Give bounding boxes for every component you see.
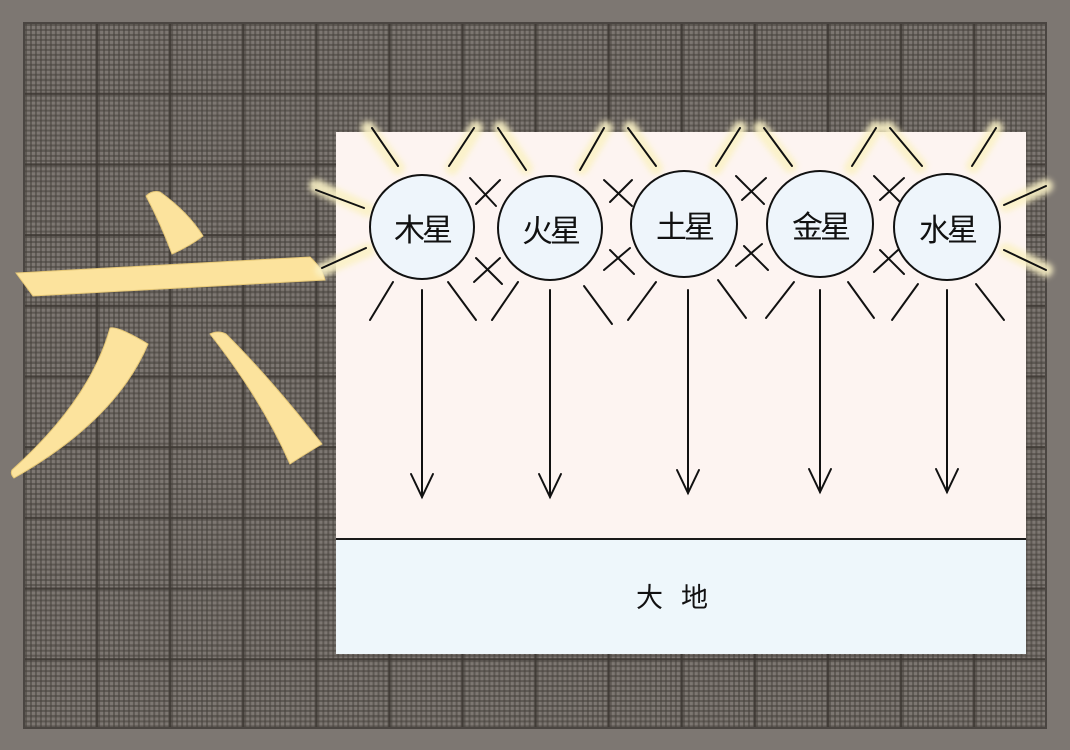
planet-venus-circle — [766, 170, 874, 278]
planet-label-venus: 金星 — [792, 210, 851, 246]
planet-label-mercury: 水星 — [919, 213, 978, 249]
downward-arrows — [410, 289, 959, 500]
planet-saturn-circle — [630, 170, 738, 278]
ground-area: 大地 — [336, 538, 1026, 654]
planet-mars-circle — [497, 175, 603, 281]
planet-label-mars: 火星 — [522, 214, 581, 250]
sun-rays — [315, 127, 1047, 325]
ground-label: 大地 — [636, 583, 726, 614]
planet-jupiter-circle — [369, 174, 475, 280]
planet-mercury-circle — [893, 173, 1001, 281]
planet-label-saturn: 土星 — [656, 210, 715, 246]
big-character-six — [10, 191, 326, 479]
planet-label-jupiter: 木星 — [394, 213, 453, 249]
